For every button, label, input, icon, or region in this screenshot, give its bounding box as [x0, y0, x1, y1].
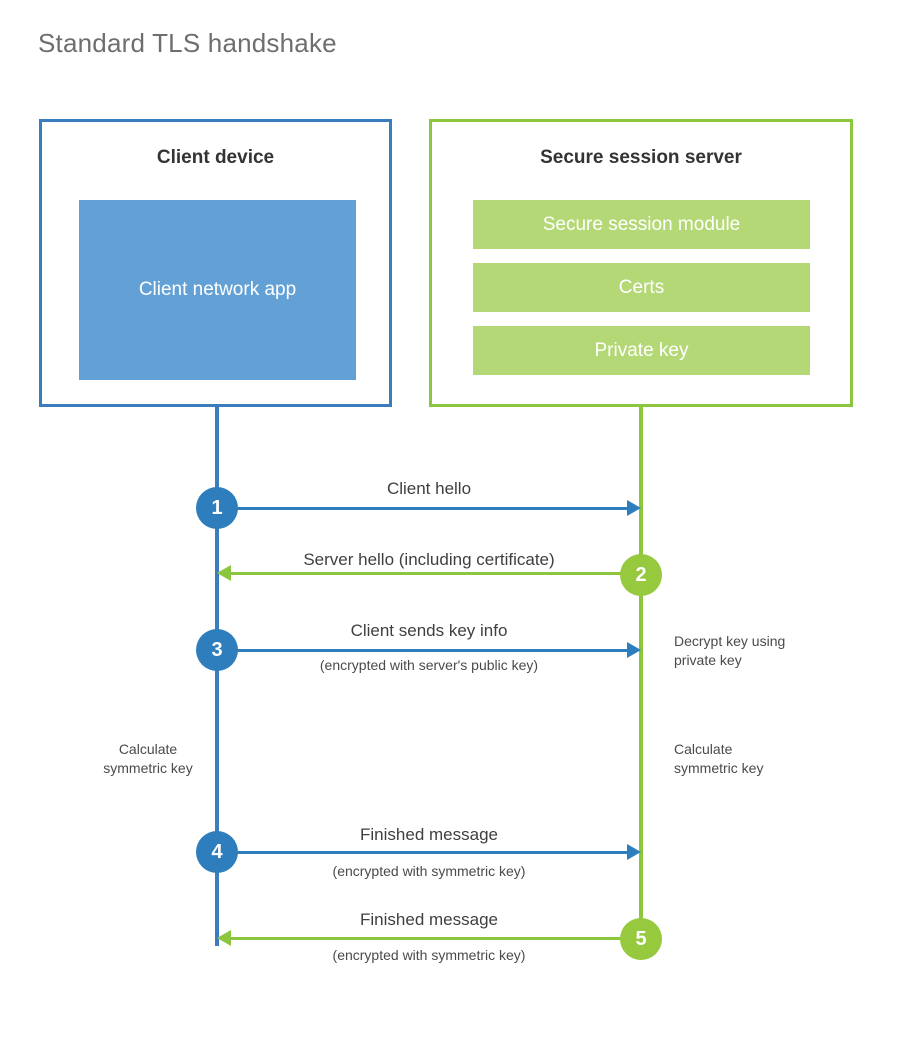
secure-session-server-box: Secure session server Secure session mod… [429, 119, 853, 407]
server-component-private-key: Private key [473, 326, 810, 375]
step-1-label: Client hello [386, 479, 472, 498]
client-network-app-block: Client network app [79, 200, 356, 380]
page-title: Standard TLS handshake [38, 28, 337, 58]
step-5-label: Finished message [360, 910, 498, 929]
step-2-arrow-line [231, 572, 641, 575]
note-decrypt-key: Decrypt key using private key [674, 633, 786, 668]
step-5-arrow-line [231, 937, 641, 940]
step-4-label: Finished message [360, 825, 498, 844]
note-client-calculate-symmetric-key: Calculate symmetric key [103, 741, 193, 776]
server-component-secure-session-module: Secure session module [473, 200, 810, 249]
step-2-label: Server hello (including certificate) [303, 550, 555, 569]
server-lifeline [639, 407, 643, 939]
step-2-arrow-head-left-icon [217, 565, 231, 581]
step-3-label: Client sends key info [350, 621, 508, 640]
step-1-arrow-line [217, 507, 627, 510]
step-3-arrow-line [217, 649, 627, 652]
step-4-sublabel: (encrypted with symmetric key) [332, 863, 526, 879]
step-4-marker: 4 [196, 831, 238, 873]
secure-session-server-title: Secure session server [540, 147, 742, 168]
step-1-arrow-head-right-icon [627, 500, 641, 516]
client-device-box: Client device Client network app [39, 119, 392, 407]
step-3-marker: 3 [196, 629, 238, 671]
client-lifeline [215, 407, 219, 946]
note-server-calculate-symmetric-key: Calculate symmetric key [674, 741, 764, 776]
server-component-certs: Certs [473, 263, 810, 312]
step-1-marker: 1 [196, 487, 238, 529]
client-device-title: Client device [156, 147, 275, 168]
step-2-marker: 2 [620, 554, 662, 596]
step-5-marker: 5 [620, 918, 662, 960]
step-4-arrow-line [217, 851, 627, 854]
step-5-arrow-head-left-icon [217, 930, 231, 946]
step-5-sublabel: (encrypted with symmetric key) [332, 947, 526, 963]
step-3-arrow-head-right-icon [627, 642, 641, 658]
step-3-sublabel: (encrypted with server's public key) [319, 657, 539, 673]
step-4-arrow-head-right-icon [627, 844, 641, 860]
